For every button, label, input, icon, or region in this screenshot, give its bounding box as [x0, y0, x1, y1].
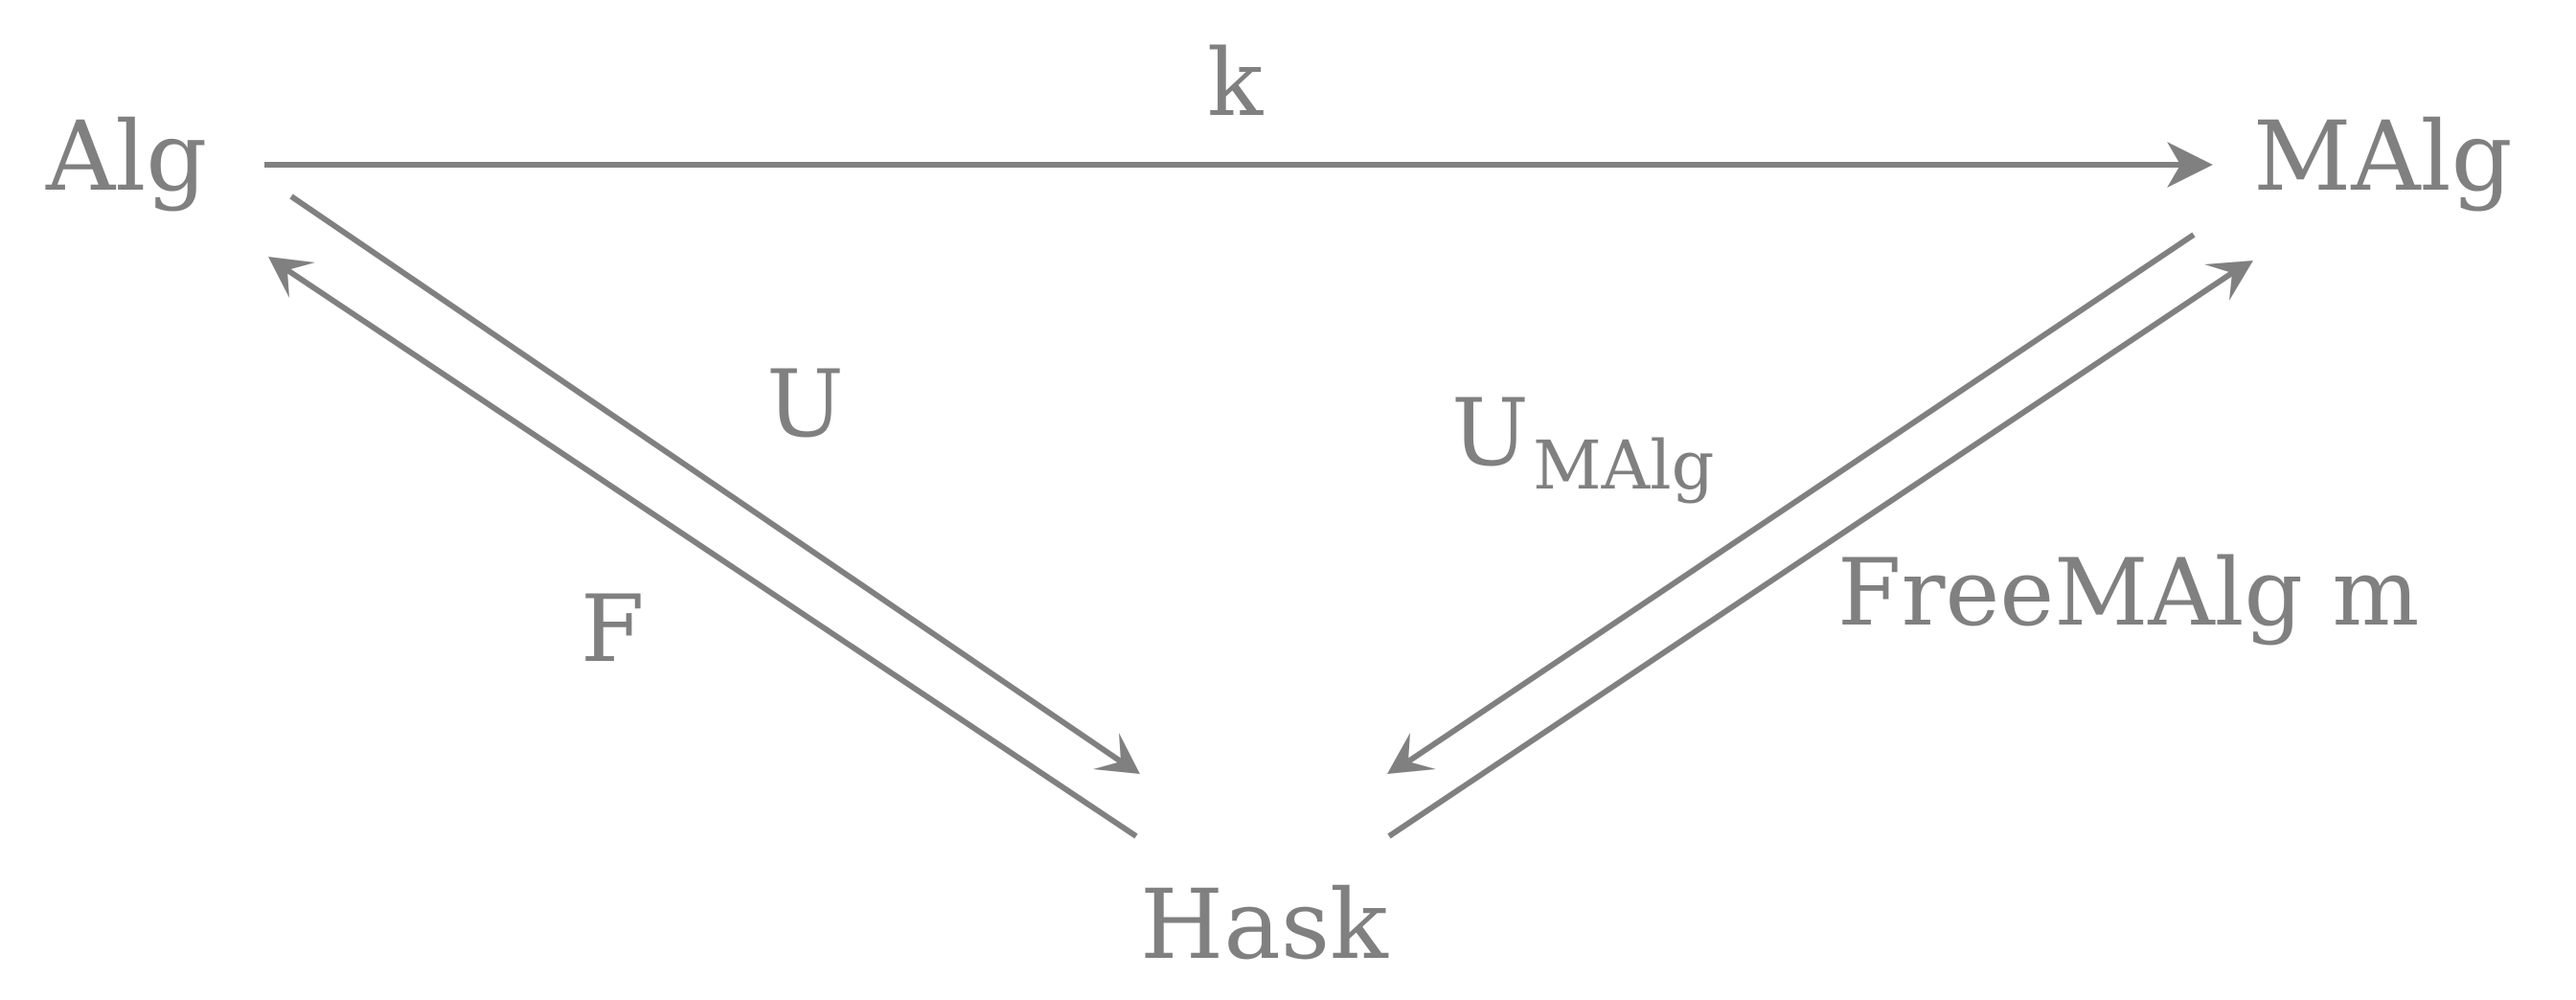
- arrowhead-free-malg: [2204, 261, 2253, 301]
- arrow-u-malg: [1387, 232, 2196, 774]
- arrowhead-u: [1093, 733, 1140, 774]
- label-u-malg-subscript: MAlg: [1533, 426, 1714, 505]
- arrow-u: [289, 193, 1140, 774]
- arrowhead-k: [2167, 142, 2213, 188]
- arrowhead-u-malg: [1387, 733, 1436, 774]
- arrowhead-f: [268, 257, 315, 298]
- arrow-k: [264, 142, 2213, 188]
- label-free-malg: FreeMAlg m: [1837, 539, 2419, 647]
- node-hask: Hask: [1140, 869, 1389, 981]
- label-k: k: [1207, 30, 1264, 137]
- arrow-free-malg: [1387, 261, 2253, 839]
- label-u: U: [766, 351, 844, 458]
- node-alg: Alg: [45, 101, 207, 213]
- node-malg: MAlg: [2253, 101, 2513, 213]
- label-f: F: [581, 576, 645, 683]
- arrow-f: [268, 257, 1138, 839]
- label-u-malg: U: [1451, 379, 1529, 487]
